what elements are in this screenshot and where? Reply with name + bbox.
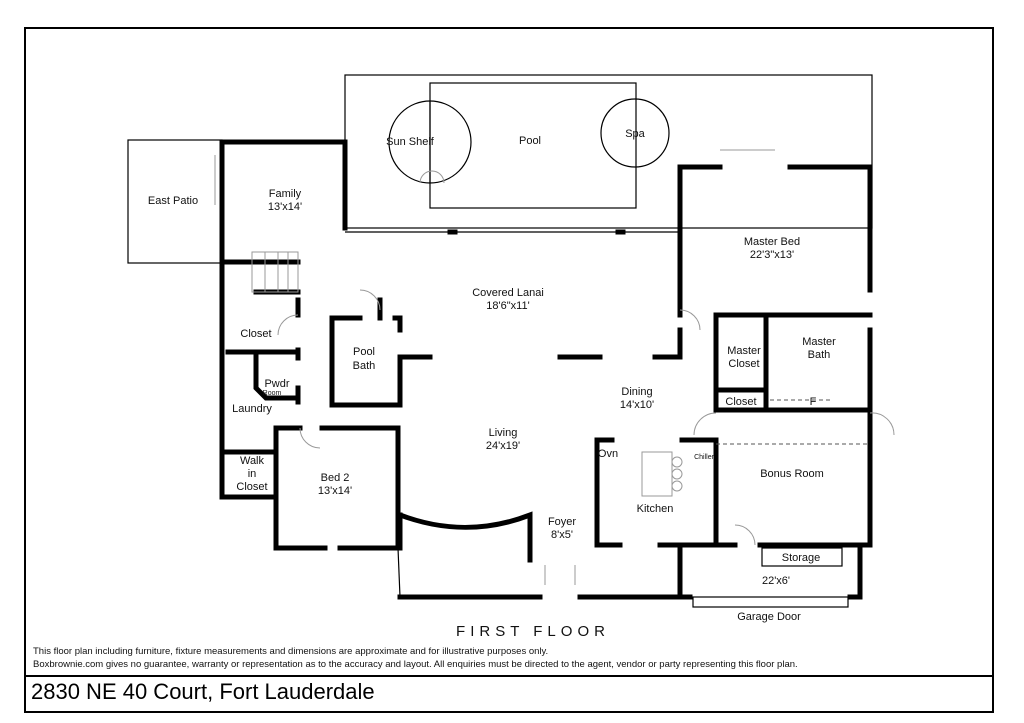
garage-door-label: Garage Door — [737, 611, 801, 623]
living-size: 24'x19' — [486, 440, 520, 452]
master-closet-label-2: Closet — [728, 358, 759, 370]
laundry-label: Laundry — [232, 403, 272, 415]
foyer-size: 8'x5' — [551, 529, 573, 541]
closet-left-label: Closet — [240, 328, 271, 340]
pool-bath-label-2: Bath — [353, 360, 376, 372]
garage-door-frame — [692, 596, 849, 608]
storage-label: Storage — [782, 552, 821, 564]
kitchen-label: Kitchen — [637, 503, 674, 515]
foyer-label: Foyer — [548, 516, 576, 528]
bed2-label: Bed 2 — [321, 472, 350, 484]
master-bath-label: Master — [802, 336, 836, 348]
master-bed-size: 22'3"x13' — [750, 249, 794, 261]
oven-label: Ovn — [598, 448, 618, 460]
closet-right-label: Closet — [725, 396, 756, 408]
pool-bath-label: Pool — [353, 346, 375, 358]
walk-in-closet-label: Walk — [240, 455, 265, 467]
page-frame — [24, 27, 994, 713]
walk-in-closet-label-3: Closet — [236, 481, 267, 493]
spa — [600, 98, 670, 168]
fridge-label: F — [810, 396, 817, 408]
dining-label: Dining — [621, 386, 652, 398]
property-address: 2830 NE 40 Court, Fort Lauderdale — [31, 679, 375, 704]
bed2-size: 13'x14' — [318, 485, 352, 497]
master-closet-label: Master — [727, 345, 761, 357]
disclaimer-line-1: This floor plan including furniture, fix… — [33, 646, 549, 657]
pwdr-sub-label: Room — [263, 390, 282, 397]
floor-title: FIRST FLOOR — [456, 623, 610, 640]
chiller-label: Chiller — [694, 454, 715, 461]
storage-shelf — [761, 547, 843, 567]
sun-shelf-label: Sun Shelf — [386, 136, 435, 148]
pwdr-label: Pwdr — [264, 378, 289, 390]
pool-label: Pool — [519, 135, 541, 147]
east-patio-label: East Patio — [148, 195, 198, 207]
family-label: Family — [269, 188, 302, 200]
covered-lanai-label: Covered Lanai — [472, 287, 544, 299]
kitchen-island — [641, 451, 673, 497]
master-bath-label-2: Bath — [808, 349, 831, 361]
garage-size: 22'x6' — [762, 575, 790, 587]
covered-lanai-size: 18'6"x11' — [486, 300, 529, 312]
living-label: Living — [489, 427, 518, 439]
dining-size: 14'x10' — [620, 399, 654, 411]
walk-in-closet-label-2: in — [248, 468, 257, 480]
walls — [219, 139, 873, 600]
spa-label: Spa — [625, 128, 645, 140]
disclaimer-line-2: Boxbrownie.com gives no guarantee, warra… — [33, 659, 798, 670]
stairs — [251, 251, 299, 293]
pool-area — [344, 74, 873, 229]
family-size: 13'x14' — [268, 201, 302, 213]
bonus-room-label: Bonus Room — [760, 468, 824, 480]
master-bed-label: Master Bed — [744, 236, 800, 248]
